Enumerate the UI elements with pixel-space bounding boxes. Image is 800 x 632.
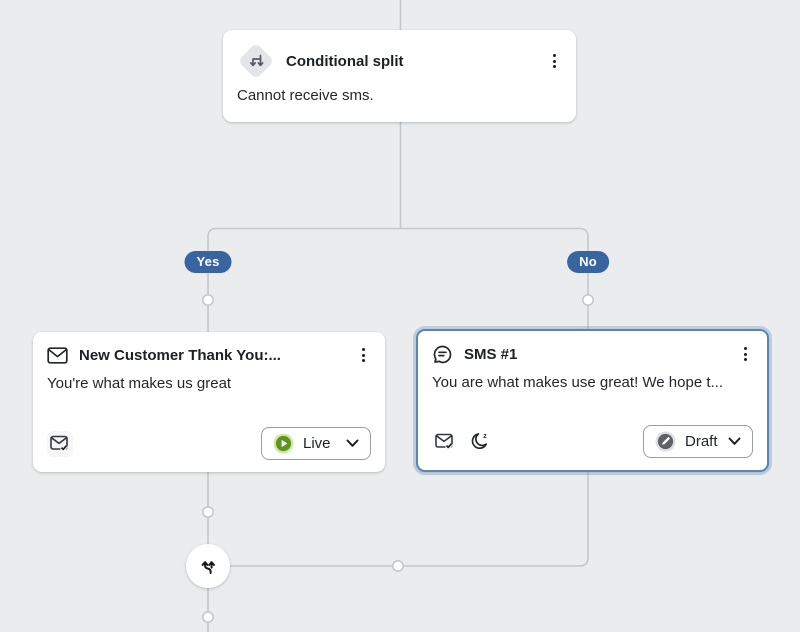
email-status-dropdown[interactable]: Live: [261, 427, 371, 460]
conditional-split-card[interactable]: Conditional split Cannot receive sms.: [223, 30, 576, 122]
email-card-preview: You're what makes us great: [47, 375, 232, 393]
merge-arrows-icon[interactable]: [186, 544, 230, 588]
connector-branch: [207, 227, 589, 333]
envelope-icon: [47, 346, 68, 364]
email-card-footer: Live: [47, 427, 371, 460]
sms-card-footer: z Draft: [432, 425, 753, 458]
email-card[interactable]: New Customer Thank You:... You're what m…: [33, 332, 385, 472]
connector-dot[interactable]: [202, 610, 215, 623]
connector-dot[interactable]: [581, 293, 594, 306]
sms-card-header: SMS #1: [432, 343, 753, 365]
split-arrows-icon: [237, 42, 275, 80]
kebab-menu-icon[interactable]: [738, 343, 753, 365]
kebab-menu-icon[interactable]: [356, 344, 371, 366]
email-card-title: New Customer Thank You:...: [79, 346, 281, 364]
sms-status-dropdown[interactable]: Draft: [643, 425, 753, 458]
branch-label-no: No: [567, 251, 609, 273]
chevron-down-icon: [728, 437, 741, 446]
sms-status-label: Draft: [685, 433, 718, 450]
pencil-circle-icon: [655, 431, 676, 452]
moon-z-icon[interactable]: z: [467, 429, 493, 455]
connector-dot[interactable]: [391, 559, 404, 572]
kebab-menu-icon[interactable]: [547, 50, 562, 72]
email-status-label: Live: [303, 435, 331, 452]
svg-text:z: z: [483, 433, 487, 440]
chat-bubble-icon: [432, 344, 453, 365]
connector-dot[interactable]: [202, 505, 215, 518]
sms-card[interactable]: SMS #1 You are what makes use great! We …: [416, 329, 769, 472]
conditional-split-description: Cannot receive sms.: [237, 87, 374, 104]
connector-dot[interactable]: [202, 293, 215, 306]
play-circle-icon: [273, 433, 294, 454]
conditional-split-header: Conditional split: [237, 42, 562, 80]
sms-card-title: SMS #1: [464, 345, 518, 363]
sms-card-preview: You are what makes use great! We hope t.…: [432, 374, 724, 392]
envelope-check-icon[interactable]: [432, 429, 458, 455]
connector-no-bottom: [229, 471, 589, 567]
chevron-down-icon: [346, 439, 359, 448]
conditional-split-title: Conditional split: [286, 52, 404, 70]
envelope-check-icon[interactable]: [47, 431, 73, 457]
branch-label-yes: Yes: [184, 251, 232, 273]
email-card-header: New Customer Thank You:...: [47, 344, 371, 366]
